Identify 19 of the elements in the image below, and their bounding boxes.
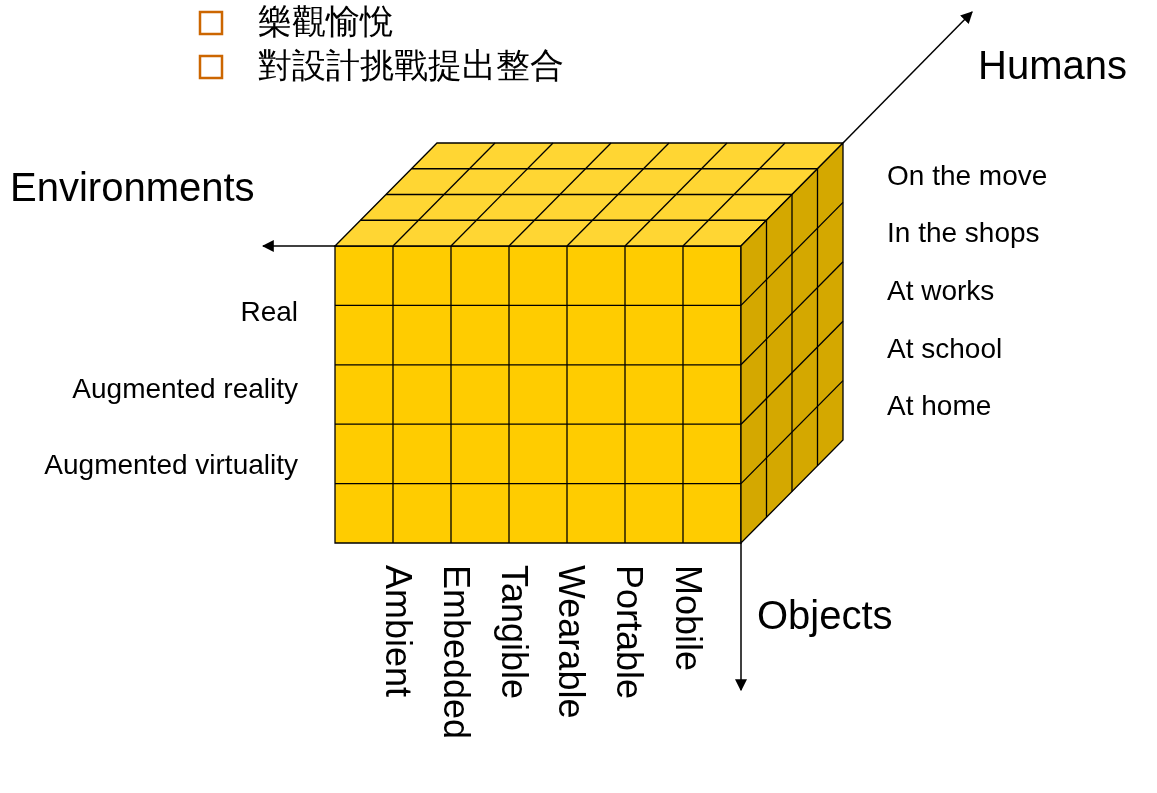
row-label: Augmented reality: [72, 373, 298, 406]
axis-label: Environments: [10, 164, 255, 210]
column-label: Wearable: [551, 565, 593, 719]
column-label: Ambient: [378, 565, 420, 698]
column-label: Embedded: [436, 565, 478, 740]
column-label: Tangible: [494, 565, 536, 700]
row-label: At works: [887, 275, 995, 308]
bullet-text: 對設計挑戰提出整合: [258, 46, 564, 86]
column-label: Mobile: [668, 565, 710, 672]
bullet-text: 樂觀愉悅: [258, 2, 394, 42]
axis-label: Humans: [978, 42, 1127, 88]
row-label: At home: [887, 390, 992, 423]
column-label: Portable: [609, 565, 651, 700]
row-label: On the move: [887, 160, 1048, 193]
row-label: Real: [240, 296, 298, 329]
axis-label: Objects: [757, 592, 893, 638]
row-label: Augmented virtuality: [44, 449, 298, 482]
row-label: In the shops: [887, 217, 1040, 250]
row-label: At school: [887, 333, 1003, 366]
